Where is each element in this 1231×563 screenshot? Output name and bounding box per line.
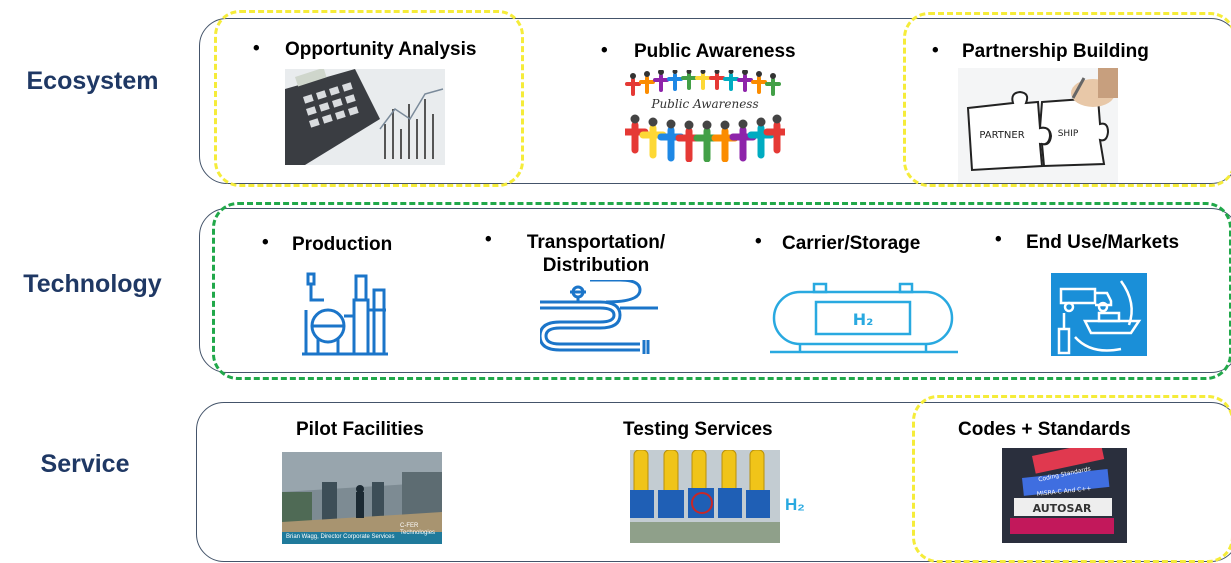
highlight-opportunity-analysis: [214, 10, 524, 187]
calculator-chart-photo: [285, 69, 445, 165]
row-label-technology: Technology: [23, 270, 162, 298]
testing-valves-photo: [630, 450, 780, 543]
bullet: •: [253, 38, 260, 59]
pipeline-icon: [540, 280, 660, 358]
h2-testing-label: H₂: [785, 495, 805, 514]
bullet: •: [755, 231, 762, 252]
ship-text: SHIP: [1058, 129, 1079, 139]
bullet: •: [485, 229, 492, 250]
public-awareness-banner: Public Awareness: [650, 97, 758, 111]
bullet: •: [932, 40, 939, 61]
service-box: [196, 402, 1231, 562]
item-transportation-distribution: Transportation/ Distribution: [526, 232, 666, 276]
item-partnership-building: Partnership Building: [962, 41, 1149, 62]
item-codes-standards: Codes + Standards: [958, 419, 1131, 440]
pilot-facility-photo: Brian Wagg, Director Corporate Services …: [282, 452, 442, 544]
row-label-ecosystem: Ecosystem: [26, 67, 159, 95]
technology-box: [199, 208, 1231, 373]
bullet: •: [262, 232, 269, 253]
h2-tank-icon: H₂: [770, 282, 960, 354]
standards-books-photo: Coding Standards MISRA-C And C++ AUTOSAR: [1002, 448, 1127, 543]
highlight-partnership-building: [903, 12, 1231, 187]
pilot-caption: Brian Wagg, Director Corporate Services: [286, 534, 395, 540]
people-circle-icon: Public Awareness: [625, 70, 785, 162]
puzzle-partnership-photo: PARTNER SHIP: [958, 68, 1118, 183]
item-production: Production: [292, 234, 393, 255]
item-end-use-markets: End Use/Markets: [1026, 232, 1180, 253]
bullet: •: [601, 40, 608, 61]
item-opportunity-analysis: Opportunity Analysis: [285, 39, 477, 60]
highlight-codes-standards: [912, 395, 1231, 563]
highlight-technology: [212, 202, 1231, 380]
bullet: •: [995, 229, 1002, 250]
row-label-service: Service: [40, 450, 130, 478]
item-pilot-facilities: Pilot Facilities: [296, 419, 424, 440]
end-use-markets-icon: [1051, 273, 1147, 356]
h2-label: H₂: [853, 310, 873, 329]
item-carrier-storage: Carrier/Storage: [782, 233, 921, 254]
item-testing-services: Testing Services: [623, 419, 773, 440]
partner-text: PARTNER: [979, 130, 1024, 141]
item-public-awareness: Public Awareness: [634, 41, 796, 62]
refinery-icon: [300, 270, 390, 356]
pilot-logo: C-FER Technologies: [400, 523, 436, 536]
ecosystem-box: [199, 18, 1231, 184]
book-autosar-text: AUTOSAR: [1033, 502, 1092, 515]
